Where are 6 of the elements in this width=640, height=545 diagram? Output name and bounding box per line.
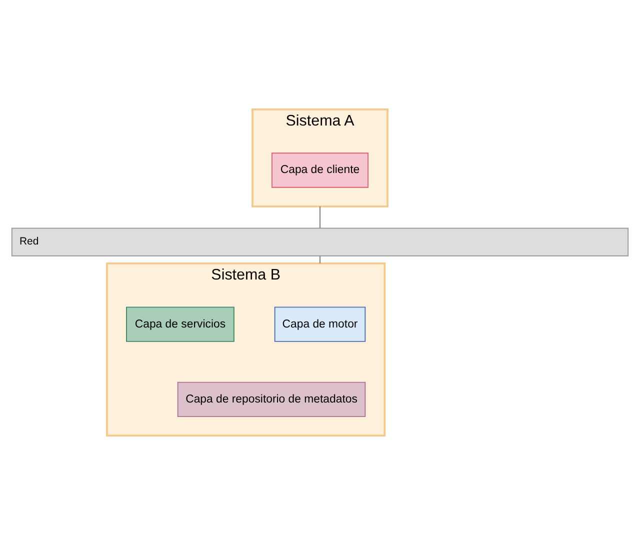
- node-box: Capa de servicios: [126, 306, 234, 342]
- connector: [319, 206, 321, 228]
- node-box: Capa de motor: [274, 306, 366, 342]
- node-box: Capa de repositorio de metadatos: [177, 382, 366, 418]
- node-box: Red: [11, 228, 629, 256]
- node-box: Capa de cliente: [272, 152, 368, 188]
